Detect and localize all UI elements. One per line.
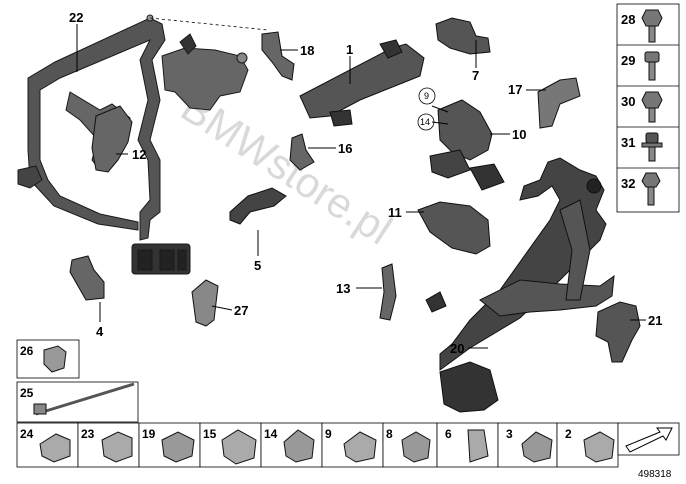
screw-30[interactable]: 30: [621, 91, 663, 123]
part-1-rail[interactable]: [299, 39, 425, 127]
box-3[interactable]: 3: [497, 422, 558, 468]
box-23-label: 23: [81, 427, 95, 441]
part-12-support[interactable]: [91, 105, 133, 173]
part-13-clip[interactable]: [379, 263, 397, 321]
circle-9: [418, 87, 436, 105]
box-24[interactable]: 24: [16, 422, 79, 468]
box-2-label: 2: [565, 427, 572, 441]
box-15[interactable]: 15: [199, 422, 262, 468]
box-25-label: 25: [20, 386, 34, 400]
box-9-label: 9: [325, 427, 332, 441]
box-19-label: 19: [142, 427, 156, 441]
part-17-bracket[interactable]: [537, 77, 581, 129]
callout-27: 27: [234, 303, 248, 318]
box-6[interactable]: 6: [436, 422, 499, 468]
box-8[interactable]: 8: [382, 422, 438, 468]
callout-7: 7: [472, 68, 479, 83]
part-10-bracket[interactable]: [429, 99, 505, 191]
callout-20: 20: [450, 341, 464, 356]
callout-1: 1: [346, 42, 353, 57]
box-3-label: 3: [506, 427, 513, 441]
callout-labels: 22 18 1 7 17 9 14 10 12 16 11 5 13 27 4 …: [69, 10, 662, 356]
callout-22: 22: [69, 10, 83, 25]
part-11-cover[interactable]: [417, 201, 491, 255]
circle-14: [417, 113, 435, 131]
part-20-carrier-frame[interactable]: [425, 157, 615, 413]
box-15-label: 15: [203, 427, 217, 441]
dashed-leader: [149, 17, 269, 31]
box-14[interactable]: 14: [260, 422, 323, 468]
box-25[interactable]: 25: [16, 381, 139, 423]
part-21-clamp[interactable]: [595, 301, 641, 363]
direction-arrow-icon: [625, 427, 673, 453]
box-23[interactable]: 23: [77, 422, 140, 468]
part-4-clip[interactable]: [69, 255, 105, 301]
screw-29[interactable]: 29: [621, 51, 660, 81]
direction-arrow-box: [617, 422, 680, 456]
box-26-label: 26: [20, 344, 34, 358]
callout-14: 14: [420, 117, 430, 127]
box-8-label: 8: [386, 427, 393, 441]
part-18-clip[interactable]: [261, 31, 295, 81]
box-26[interactable]: 26: [16, 339, 80, 379]
callout-11: 11: [388, 205, 402, 220]
screw-31-label: 31: [621, 135, 635, 150]
part-27-sleeve[interactable]: [191, 279, 219, 327]
callout-4: 4: [96, 324, 104, 339]
box-9[interactable]: 9: [321, 422, 384, 468]
box-14-label: 14: [264, 427, 278, 441]
screw-28-label: 28: [621, 12, 635, 27]
screw-29-label: 29: [621, 53, 635, 68]
screw-32-label: 32: [621, 176, 635, 191]
screw-column: 28 29 30 31 32: [616, 3, 680, 213]
leader-lines: [76, 24, 646, 349]
screw-32[interactable]: 32: [621, 172, 661, 206]
box-6-label: 6: [445, 427, 452, 441]
bottom-parts-row: 24 23 19 15 14 9 8: [16, 422, 680, 468]
callout-9: 9: [424, 91, 429, 101]
box-2[interactable]: 2: [556, 422, 619, 468]
callout-21: 21: [648, 313, 662, 328]
part-5-bracket[interactable]: [229, 187, 287, 225]
callout-5: 5: [254, 258, 261, 273]
image-id: 498318: [638, 469, 672, 480]
box-24-label: 24: [20, 427, 34, 441]
part-16-clip[interactable]: [289, 133, 315, 171]
callout-10: 10: [512, 127, 526, 142]
box-19[interactable]: 19: [138, 422, 201, 468]
screw-31[interactable]: 31: [621, 132, 663, 162]
part-7-holder[interactable]: [435, 17, 491, 55]
screw-30-label: 30: [621, 94, 635, 109]
callout-17: 17: [508, 82, 522, 97]
callout-12: 12: [132, 147, 146, 162]
callout-13: 13: [336, 281, 350, 296]
screw-28[interactable]: 28: [621, 9, 663, 43]
callout-16: 16: [338, 141, 352, 156]
callout-18: 18: [300, 43, 314, 58]
